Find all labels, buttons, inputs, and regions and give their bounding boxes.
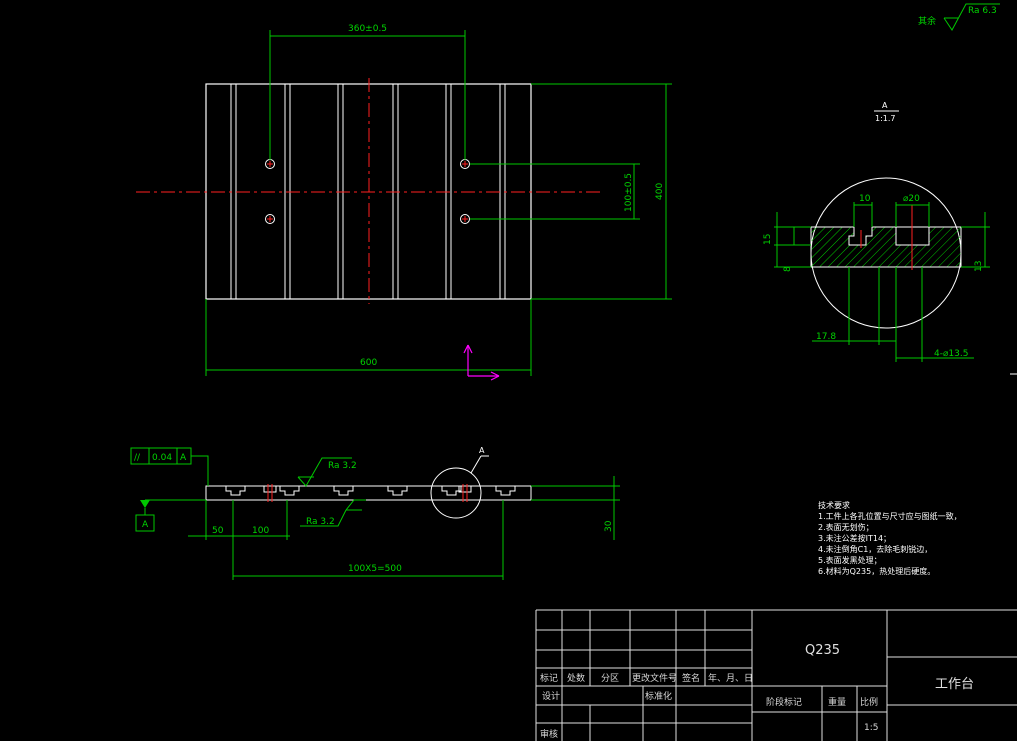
- section-dim-10: 10: [859, 194, 871, 204]
- section-scale: 1:1.7: [875, 114, 896, 123]
- dim-100-label: 100±0.5: [624, 173, 634, 212]
- scale-label: 比例: [860, 696, 878, 708]
- standard-label: 标准化: [645, 690, 672, 702]
- surface-finish-rest: 其余 Ra 6.3: [918, 3, 1000, 31]
- part-name: 工作台: [935, 677, 974, 692]
- top-view: 360±0.5 100±0.5 400 600: [136, 24, 672, 381]
- dim-hole-spacing-y: 100±0.5: [470, 163, 640, 220]
- hole-icon: [460, 214, 470, 224]
- side-dim-100: 100: [252, 526, 269, 536]
- dim-hole-spacing-x: 360±0.5: [269, 24, 466, 160]
- section-letter: A: [882, 101, 888, 110]
- note-line: 4.未注倒角C1，去除毛刺锐边，: [818, 544, 932, 554]
- note-line: 1.工件上各孔位置与尺寸应与图纸一致，: [818, 511, 962, 521]
- hole-icon: [460, 159, 470, 169]
- hole-icon: [265, 159, 275, 169]
- rev-header: 标记: [540, 672, 558, 684]
- dim-600-label: 600: [360, 358, 377, 368]
- dim-plate-width: 600: [205, 299, 532, 376]
- material-value: Q235: [805, 643, 840, 658]
- technical-notes: 技术要求 1.工件上各孔位置与尺寸应与图纸一致， 2.表面无划伤； 3.未注公差…: [818, 500, 962, 576]
- rest-ra-value: Ra 6.3: [968, 6, 997, 16]
- note-line: 2.表面无划伤；: [818, 522, 874, 532]
- bottom-ra-value: Ra 3.2: [306, 517, 335, 527]
- side-dim-50: 50: [212, 526, 224, 536]
- ucs-axis-icon: [463, 344, 500, 381]
- section-dim-15: 15: [763, 234, 773, 245]
- tolerance-datum: A: [180, 453, 187, 463]
- note-line: 5.表面发黑处理；: [818, 555, 882, 565]
- side-dim-pattern: 100X5=500: [348, 564, 402, 574]
- tolerance-symbol: //: [134, 453, 141, 463]
- title-block-text: 标记 处数 分区 更改文件号 签名 年、月、日 设计 标准化 审核 阶段标记 重…: [540, 643, 974, 740]
- center-lines: [136, 78, 600, 304]
- section-dim-13: 13: [974, 261, 984, 272]
- rev-header: 年、月、日: [708, 672, 753, 684]
- section-view-a: A 1:1.7 10 ⌀20 15 8 13 17: [763, 101, 990, 362]
- title-block: [535, 609, 1017, 741]
- rest-label: 其余: [918, 15, 936, 27]
- weight-label: 重量: [828, 696, 846, 708]
- detail-marker-label: A: [479, 446, 485, 455]
- section-hatch: [810, 226, 962, 268]
- side-dim-thickness: 30: [604, 520, 614, 532]
- datum-marker: A: [135, 499, 206, 532]
- design-label: 设计: [542, 690, 560, 702]
- note-line: 技术要求: [818, 500, 850, 510]
- tolerance-value: 0.04: [152, 453, 172, 463]
- rev-header: 更改文件号: [632, 672, 677, 684]
- hole-icon: [265, 214, 275, 224]
- dim-400-label: 400: [655, 183, 665, 200]
- side-view: A Ra 3.2 Ra 3.2 // 0.04 A A: [130, 446, 620, 580]
- dim-360-label: 360±0.5: [348, 24, 387, 34]
- review-label: 审核: [540, 728, 558, 740]
- detail-marker-circle: [430, 467, 482, 519]
- top-ra-value: Ra 3.2: [328, 461, 357, 471]
- section-dim-17-8: 17.8: [816, 332, 836, 342]
- section-dim-8: 8: [783, 266, 793, 272]
- section-dim-dia20: ⌀20: [903, 194, 920, 204]
- parallelism-frame: // 0.04 A: [130, 447, 209, 486]
- dim-plate-height: 400: [531, 83, 672, 300]
- stage-label: 阶段标记: [766, 696, 802, 708]
- datum-letter: A: [142, 520, 149, 530]
- rev-header: 处数: [567, 672, 585, 684]
- note-line: 6.材料为Q235，热处理后硬度。: [818, 566, 935, 576]
- section-dim-holes: 4-⌀13.5: [934, 349, 968, 359]
- scale-value: 1:5: [864, 723, 878, 733]
- note-line: 3.未注公差按IT14；: [818, 533, 891, 543]
- rev-header: 签名: [682, 672, 700, 684]
- rev-header: 分区: [601, 673, 619, 684]
